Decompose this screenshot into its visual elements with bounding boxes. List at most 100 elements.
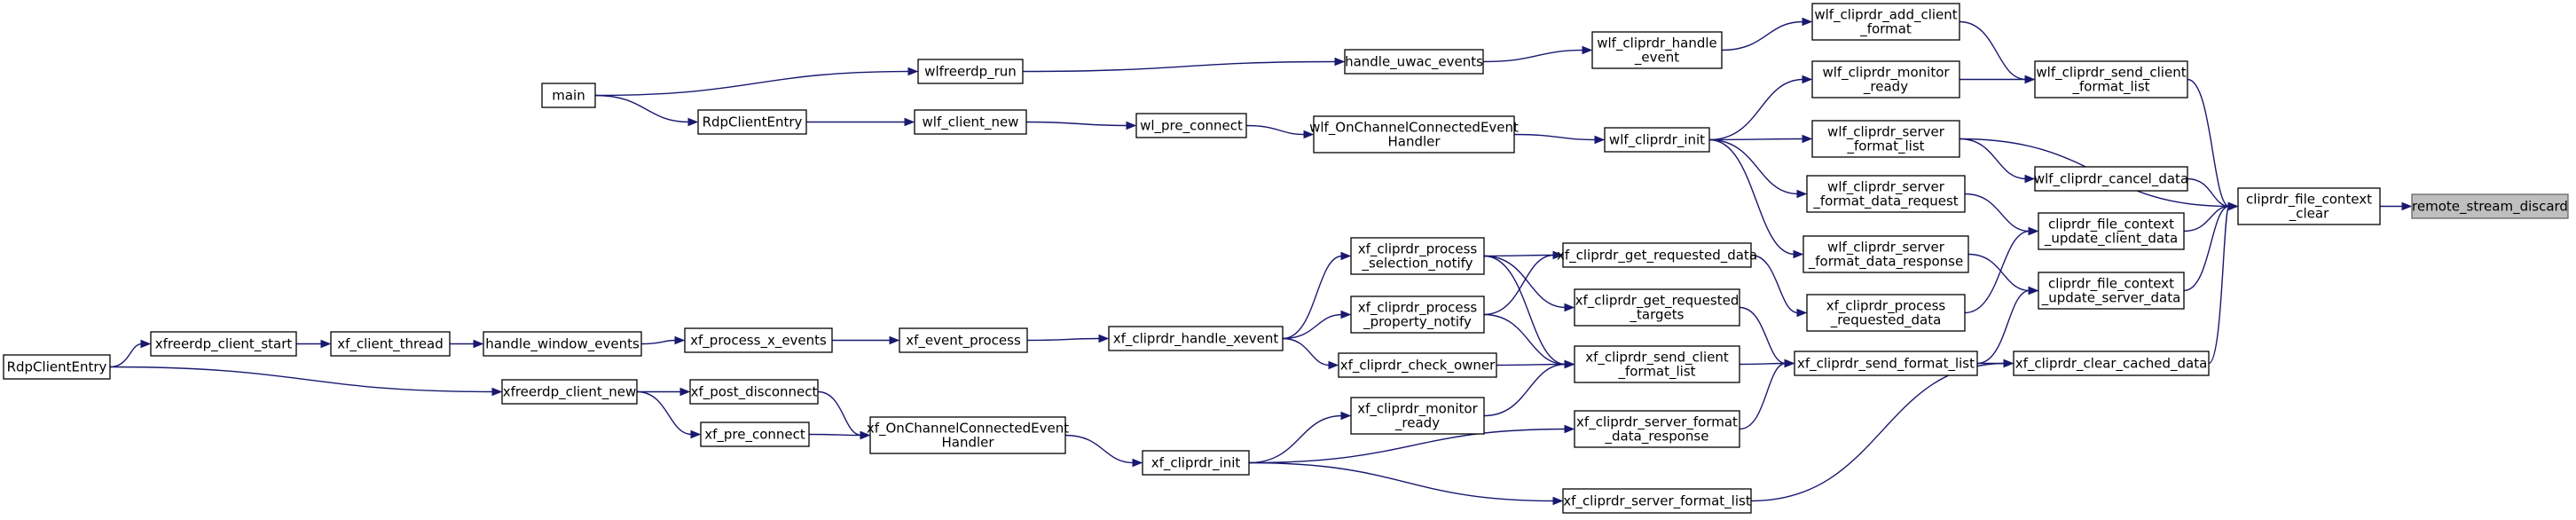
node-label: _ready: [1863, 79, 1908, 96]
node-label: xfreerdp_client_start: [155, 336, 293, 353]
edge-arrowhead: [1552, 496, 1564, 506]
node-label: wlf_cliprdr_server: [1827, 179, 1945, 196]
node-xf-cliprdr-monitor-ready[interactable]: xf_cliprdr_monitor_ready: [1350, 397, 1485, 435]
node-label: wl_pre_connect: [1140, 118, 1243, 135]
node-xf-cliprdr-process-property-notify[interactable]: xf_cliprdr_process_property_notify: [1350, 295, 1485, 334]
edge-arrowhead: [860, 430, 871, 440]
node-box: [1350, 237, 1485, 275]
node-label: _update_server_data: [2041, 290, 2181, 307]
node-wlf-cliprdr-add-client-format[interactable]: wlf_cliprdr_add_client_format: [1811, 3, 1960, 41]
node-xf-process-x-events[interactable]: xf_process_x_events: [684, 327, 833, 353]
node-box: [1802, 235, 1969, 273]
node-main[interactable]: main: [541, 83, 596, 108]
edge-line: [1708, 138, 1804, 141]
edge-arrowhead: [2401, 201, 2413, 211]
edge-arrowhead: [679, 387, 691, 397]
node-cliprdr-file-context-update-server-data[interactable]: cliprdr_file_context_update_server_data: [2038, 272, 2185, 310]
edge-arrowhead: [1340, 411, 1352, 421]
edge-line: [1282, 255, 1343, 340]
edge-line: [1739, 362, 1787, 366]
edge-line: [1026, 337, 1101, 342]
node-xf-cliprdr-check-owner[interactable]: xf_cliprdr_check_owner: [1338, 352, 1497, 378]
node-xf-event-process[interactable]: xf_event_process: [899, 327, 1028, 353]
node-wlf-cliprdr-cancel-data[interactable]: wlf_cliprdr_cancel_data: [2034, 166, 2188, 192]
node-wl-pre-connect[interactable]: wl_pre_connect: [1135, 113, 1247, 138]
node-xfreerdp-client-start[interactable]: xfreerdp_client_start: [150, 331, 297, 357]
node-xf-cliprdr-init[interactable]: xf_cliprdr_init: [1142, 450, 1250, 476]
edge-arrowhead: [1303, 130, 1315, 139]
node-box: [1806, 294, 1966, 332]
node-xf-pre-connect[interactable]: xf_pre_connect: [700, 422, 810, 447]
node-wlf-client-new[interactable]: wlf_client_new: [914, 109, 1027, 135]
edge-arrowhead: [320, 339, 332, 349]
edge-wlf-cliprdr-init-to-wlf-cliprdr-server-format-data-response: [1708, 138, 1804, 259]
node-label: Handler: [941, 435, 994, 451]
node-wlfreerdp-run[interactable]: wlfreerdp_run: [917, 59, 1024, 84]
node-xf-cliprdr-clear-cached-data[interactable]: xf_cliprdr_clear_cached_data: [2013, 351, 2210, 376]
node-wlf-cliprdr-send-client-format-list[interactable]: wlf_cliprdr_send_client_format_list: [2034, 60, 2188, 98]
node-remote-stream-discard[interactable]: remote_stream_discard: [2411, 193, 2569, 219]
node-box: [1574, 345, 1740, 383]
node-label: main: [552, 88, 585, 104]
edge-arrowhead: [1564, 424, 1575, 434]
edge-arrowhead: [1582, 45, 1593, 55]
node-xf-cliprdr-send-format-list[interactable]: xf_cliprdr_send_format_list: [1794, 351, 1978, 376]
edge-line: [1496, 363, 1567, 366]
node-label: cliprdr_file_context: [2048, 217, 2174, 233]
node-box: [2034, 60, 2188, 98]
edge-xf-cliprdr-handle-xevent-to-xf-cliprdr-process-property-notify: [1282, 310, 1352, 340]
edge-line: [1750, 254, 1799, 314]
node-label: wlf_cliprdr_monitor: [1822, 65, 1950, 82]
node-label: _targets: [1630, 307, 1685, 324]
edge-xf-cliprdr-init-to-xf-cliprdr-server-format-data-response: [1248, 424, 1575, 464]
node-label: Handler: [1387, 134, 1441, 150]
node-wlf-cliprdr-handle-event[interactable]: wlf_cliprdr_handle_event: [1591, 31, 1723, 69]
node-RdpClientEntry-wl[interactable]: RdpClientEntry: [697, 109, 807, 135]
node-wlf-cliprdr-monitor-ready[interactable]: wlf_cliprdr_monitor_ready: [1811, 60, 1960, 98]
edge-wlf-cliprdr-server-format-data-response-to-cliprdr-file-context-update-server-data: [1967, 253, 2039, 295]
node-wlf-cliprdr-server-format-data-response[interactable]: wlf_cliprdr_server_format_data_response: [1802, 235, 1969, 273]
node-wlf-cliprdr-init[interactable]: wlf_cliprdr_init: [1604, 127, 1710, 153]
edge-line: [1483, 255, 1567, 309]
node-wlf-cliprdr-server-format-data-request[interactable]: wlf_cliprdr_server_format_data_request: [1806, 175, 1966, 213]
node-xf-client-thread[interactable]: xf_client_thread: [330, 331, 451, 357]
node-box: [150, 331, 297, 357]
edge-xf-cliprdr-process-requested-data-to-cliprdr-file-context-update-client-data: [1964, 226, 2039, 314]
edge-xf-cliprdr-process-property-notify-to-xf-cliprdr-get-requested-data: [1483, 250, 1564, 316]
node-xf-cliprdr-get-requested-data[interactable]: xf_cliprdr_get_requested_data: [1557, 242, 1757, 268]
node-xf-post-disconnect[interactable]: xf_post_disconnect: [689, 379, 819, 405]
node-cliprdr-file-context-clear[interactable]: cliprdr_file_context_clear: [2237, 187, 2381, 225]
node-label: RdpClientEntry: [7, 359, 107, 375]
node-xf-cliprdr-get-requested-targets[interactable]: xf_cliprdr_get_requested_targets: [1574, 288, 1740, 327]
node-box: [1591, 31, 1723, 69]
edge-xf-cliprdr-handle-xevent-to-xf-cliprdr-process-selection-notify: [1282, 251, 1352, 340]
node-xf-cliprdr-process-requested-data[interactable]: xf_cliprdr_process_requested_data: [1806, 294, 1966, 332]
node-label: _selection_notify: [1361, 256, 1473, 272]
node-xf-cliprdr-handle-xevent[interactable]: xf_cliprdr_handle_xevent: [1108, 326, 1284, 351]
node-xfreerdp-client-new[interactable]: xfreerdp_client_new: [501, 379, 638, 405]
edge-line: [817, 390, 862, 437]
node-wlf-cliprdr-server-format-list[interactable]: wlf_cliprdr_server_format_list: [1811, 120, 1960, 158]
node-xf-cliprdr-send-client-format-list[interactable]: xf_cliprdr_send_client_format_list: [1574, 345, 1740, 383]
edge-xf-OnChannelConnectedEventHandler-to-xf-cliprdr-init: [1064, 434, 1143, 468]
node-label: handle_window_events: [485, 336, 640, 353]
edge-arrowhead: [687, 117, 699, 127]
edge-line: [640, 339, 677, 345]
node-RdpClientEntry-xf[interactable]: RdpClientEntry: [3, 354, 111, 380]
node-label: wlf_cliprdr_cancel_data: [2034, 171, 2188, 188]
edge-wl-pre-connect-to-wlf-OnChannelConnectedEventHandler: [1245, 124, 1315, 139]
edge-arrowhead: [1793, 249, 1804, 259]
node-box: [1811, 120, 1960, 158]
edge-line: [2187, 78, 2230, 208]
node-handle-uwac-events[interactable]: handle_uwac_events: [1344, 49, 1484, 75]
node-box: [541, 83, 596, 108]
node-xf-cliprdr-server-format-list[interactable]: xf_cliprdr_server_format_list: [1562, 488, 1752, 514]
function-nodes: remote_stream_discard cliprdr_file_contex…: [3, 3, 2569, 514]
node-box: [914, 109, 1027, 135]
node-xf-cliprdr-process-selection-notify[interactable]: xf_cliprdr_process_selection_notify: [1350, 237, 1485, 275]
node-handle-window-events[interactable]: handle_window_events: [483, 331, 642, 357]
node-xf-cliprdr-server-format-data-response[interactable]: xf_cliprdr_server_format_data_response: [1574, 410, 1740, 448]
node-cliprdr-file-context-update-client-data[interactable]: cliprdr_file_context_update_client_data: [2038, 212, 2185, 250]
